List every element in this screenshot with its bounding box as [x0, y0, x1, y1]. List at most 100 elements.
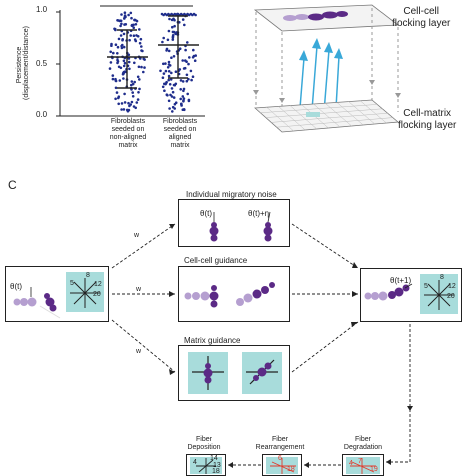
grid-line: [271, 112, 388, 123]
scatter-point: [130, 24, 134, 27]
scatter-point: [179, 97, 182, 101]
cc-cell-7: [236, 298, 244, 306]
cc-cell-5: [211, 285, 217, 291]
right-grid-n3: 12: [448, 283, 456, 290]
edge-arrow-3: [369, 80, 375, 85]
matrix-cell-2a: [253, 375, 259, 381]
scatter-point: [181, 59, 184, 62]
scatter-point: [113, 27, 116, 31]
scatter-point: [133, 80, 136, 84]
scatter-point: [131, 95, 135, 98]
conn-left-noise: [111, 223, 176, 269]
scatter-point: [122, 77, 125, 80]
group2-l3: aligned: [168, 134, 192, 141]
grid-line: [278, 106, 306, 131]
scatter-point: [192, 48, 195, 52]
scatter-point: [183, 108, 186, 112]
scatter-point: [143, 58, 146, 61]
scatter-point: [167, 63, 171, 66]
w1-label: w: [134, 232, 140, 239]
blue-arrow-4: [335, 55, 340, 109]
scatter-point: [179, 88, 182, 91]
left-grid-n1: 8: [86, 272, 90, 279]
scatter-point: [116, 52, 119, 55]
scatter-point: [191, 75, 195, 78]
scatter-point: [190, 78, 193, 82]
group1-l1: Fibroblasts: [110, 118, 146, 125]
scatter-point: [130, 83, 133, 87]
matrix-cell-1b: [203, 368, 213, 378]
ytick-3: 0.0: [36, 110, 48, 119]
scatter-point: [170, 71, 173, 75]
scatter-point: [171, 90, 175, 94]
noise-cell-1b: [209, 226, 219, 236]
scatter-point: [129, 11, 133, 15]
scatter-point: [170, 87, 174, 90]
fiber2-star: [270, 458, 296, 474]
conn-noise-right: [291, 223, 359, 269]
scatter-point: [114, 79, 118, 83]
fiber3-teal: [346, 457, 380, 474]
matrix-cell-2c: [264, 362, 272, 370]
scatter-point: [128, 67, 131, 71]
scatter-point: [174, 70, 178, 73]
scatter-point: [173, 107, 176, 110]
scatter-point: [161, 76, 165, 79]
scatter-point: [120, 102, 124, 105]
grid-line: [265, 108, 383, 118]
scatter-point: [123, 14, 127, 17]
scatter-point: [117, 95, 121, 98]
bottom-layer-l2: flocking layer: [398, 120, 457, 131]
scatter-point: [164, 62, 167, 65]
arrowhead-4: [352, 262, 358, 268]
scatter-point: [179, 79, 183, 82]
scatter-point: [180, 102, 183, 106]
scatter-point: [186, 41, 189, 44]
scatter-point: [193, 59, 197, 62]
grid-line: [360, 100, 387, 124]
scatter-point: [133, 18, 136, 22]
left-cell-1: [13, 298, 21, 306]
noise-left-label: θ(t): [200, 209, 212, 218]
scatter-point: [122, 59, 126, 63]
scatter-point: [172, 96, 176, 99]
scatter-point: [120, 108, 123, 111]
scatter-point: [194, 54, 197, 57]
cc-cell-9: [252, 289, 262, 299]
top-cell-1: [283, 15, 297, 21]
matrix-cell-2b: [257, 367, 267, 377]
right-cell-3: [378, 291, 388, 301]
group1-l2: seeded on: [111, 126, 145, 133]
scatter-point: [188, 56, 191, 59]
scatter-point: [140, 49, 143, 52]
scatter-point: [172, 30, 176, 34]
cc-cell-10: [261, 286, 269, 294]
group1-l4: matrix: [118, 142, 138, 149]
group1-label: Fibroblasts seeded on non-aligned matrix: [98, 118, 158, 150]
fiber1-star: [196, 458, 216, 474]
scatter-point: [116, 45, 120, 49]
scatter-point: [182, 99, 185, 102]
scatter-point: [109, 61, 113, 64]
right-grid-n4: 20: [447, 293, 455, 300]
scatter-point: [167, 60, 171, 64]
scatter-point: [134, 23, 138, 26]
blue-head-3: [324, 42, 333, 53]
grid-line: [260, 104, 378, 114]
top-cell-2: [295, 14, 309, 20]
right-cell-4: [388, 291, 396, 299]
arrowhead-5: [352, 291, 358, 297]
scatter-point: [115, 91, 119, 94]
top-layer-label: Cell-cell flocking layer: [392, 6, 450, 30]
left-grid-star: [70, 278, 100, 308]
noise-arrow-2: [267, 211, 271, 223]
scatter-point: [120, 44, 123, 48]
matrix-cell-1a: [205, 363, 211, 369]
scatter-point: [132, 34, 136, 37]
fiber1-n2: 14: [210, 455, 218, 462]
left-cell-3: [27, 297, 37, 307]
scatter-point: [164, 82, 168, 85]
scatter-point: [129, 34, 132, 37]
left-cell-5: [45, 297, 55, 307]
